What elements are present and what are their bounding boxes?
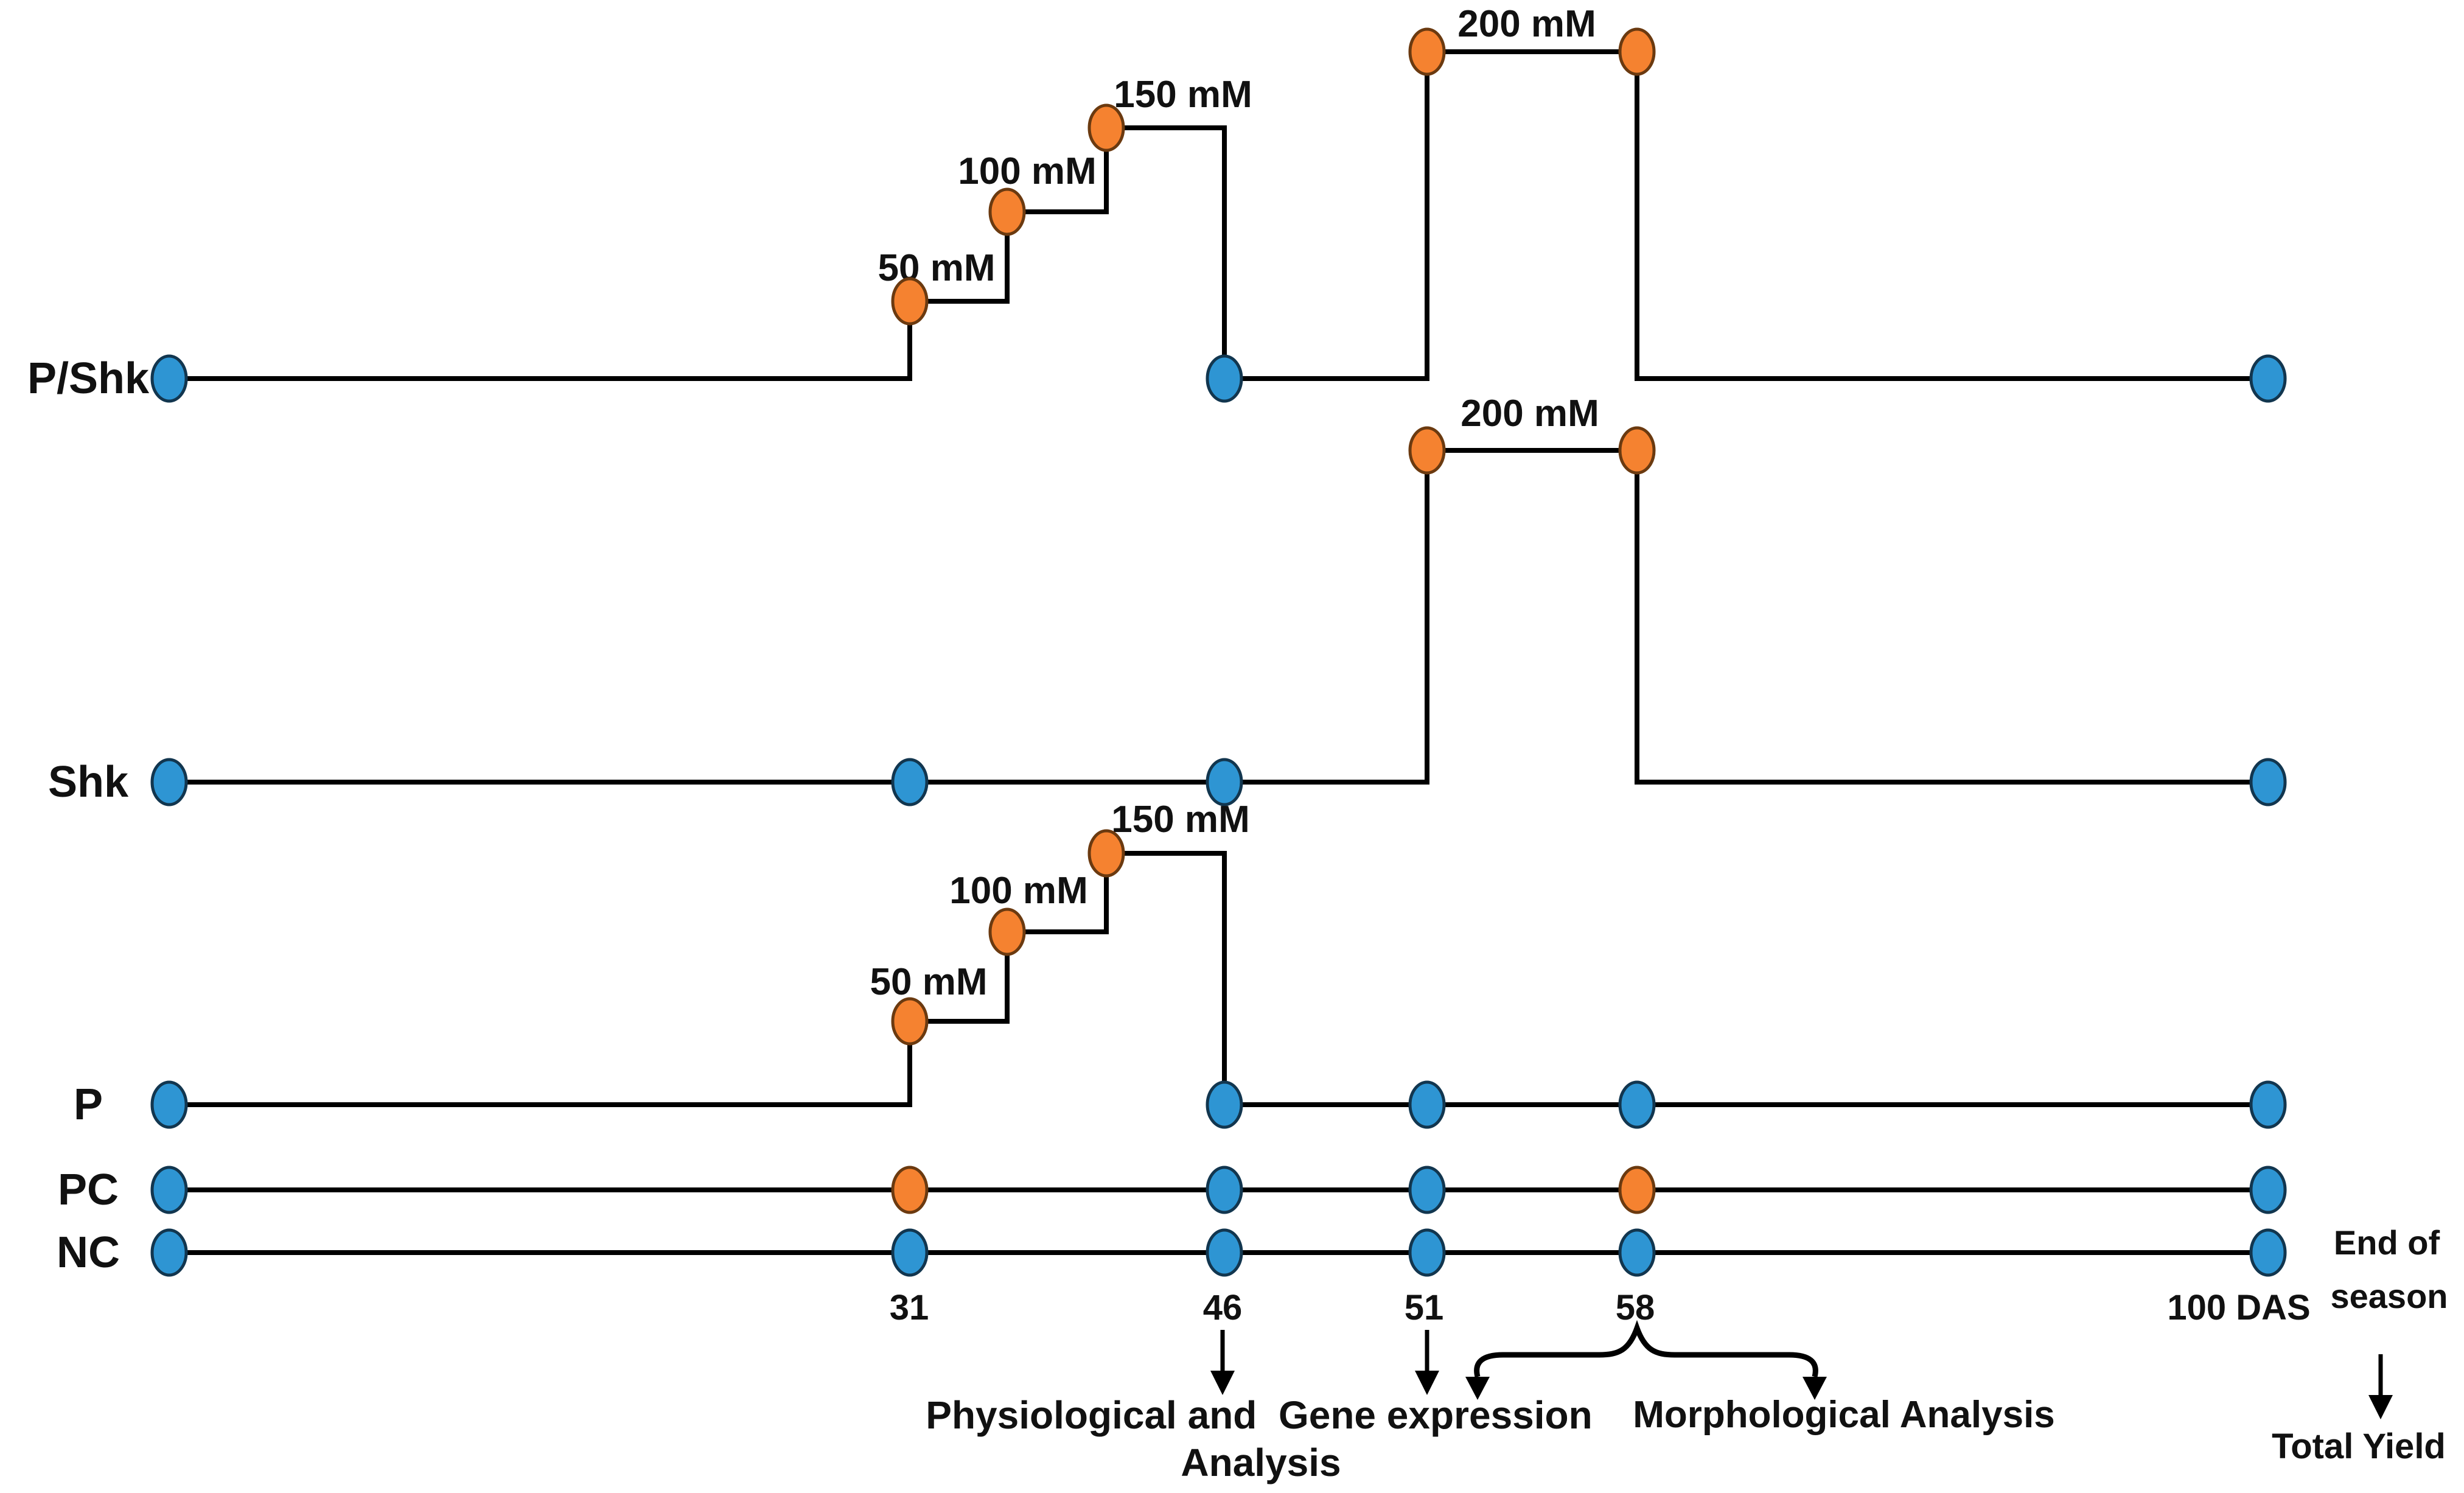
conc-label-p: 150 mM <box>1111 799 1249 841</box>
data-point-blue <box>1408 1080 1446 1129</box>
data-point-blue <box>2249 758 2287 806</box>
data-point-blue <box>2249 1166 2287 1214</box>
tick-label: 46 <box>1203 1288 1243 1327</box>
data-point-blue <box>150 758 188 806</box>
treatment-row-pshk: 50 mM 100 mM 150 mM 200 mM P/Shk <box>27 3 2287 403</box>
annotation-arrows <box>1210 1330 2393 1419</box>
data-point-blue <box>1206 1080 1243 1129</box>
arrowhead-down-icon <box>2368 1395 2393 1419</box>
x-axis-labels: 31 46 51 58 100 DAS <box>890 1288 2311 1327</box>
data-point-blue <box>1408 1166 1446 1214</box>
arrow-51 <box>1415 1330 1439 1395</box>
data-point-blue <box>891 1228 929 1277</box>
data-point-blue <box>2249 354 2287 403</box>
conc-label-p: 100 mM <box>949 870 1087 912</box>
row-label-pshk: P/Shk <box>27 354 150 403</box>
brace-left-arrowhead-icon <box>1465 1377 1490 1400</box>
treatment-row-p: 50 mM 100 mM 150 mM P <box>74 799 2287 1129</box>
data-point-orange <box>1618 426 1656 475</box>
conc-label-pshk: 100 mM <box>958 150 1096 192</box>
conc-label-pshk: 150 mM <box>1114 74 1252 116</box>
data-point-orange <box>891 277 929 326</box>
conc-label-pshk: 200 mM <box>1457 3 1596 45</box>
morphological-brace <box>1465 1320 1827 1400</box>
data-point-blue <box>1618 1080 1656 1129</box>
annotation-end-of: End of <box>2334 1223 2440 1262</box>
data-point-blue <box>150 354 188 403</box>
data-point-orange <box>1408 426 1446 475</box>
data-point-blue <box>150 1166 188 1214</box>
data-point-blue <box>1206 1166 1243 1214</box>
data-point-orange <box>988 907 1026 956</box>
treatment-row-nc: NC <box>57 1228 2287 1277</box>
data-point-orange <box>1618 1166 1656 1214</box>
data-point-blue <box>150 1080 188 1129</box>
data-point-blue <box>2249 1228 2287 1277</box>
annotation-morphological: Morphological Analysis <box>1633 1394 2055 1436</box>
data-point-orange <box>891 1166 929 1214</box>
data-point-blue <box>2249 1080 2287 1129</box>
tick-label: 100 DAS <box>2167 1288 2310 1327</box>
row-label-pc: PC <box>58 1166 119 1214</box>
data-point-blue <box>1206 1228 1243 1277</box>
data-point-blue <box>1206 758 1243 806</box>
row-label-nc: NC <box>57 1228 120 1277</box>
data-point-orange <box>1408 27 1446 76</box>
arrowhead-down-icon <box>1210 1371 1235 1395</box>
annotation-physiological-gene: Physiological and Gene expression <box>926 1393 1592 1437</box>
data-point-orange <box>1618 27 1656 76</box>
conc-label-p: 50 mM <box>870 961 988 1003</box>
brace-path <box>1474 1320 1818 1378</box>
tick-label: 51 <box>1405 1288 1444 1327</box>
brace-right-arrowhead-icon <box>1803 1377 1827 1400</box>
timeline-path-shk <box>169 448 2268 785</box>
annotation-texts: Physiological and Gene expressionAnalysi… <box>926 1223 2448 1484</box>
conc-label-pshk: 50 mM <box>878 247 996 289</box>
data-point-blue <box>1618 1228 1656 1277</box>
data-point-orange <box>891 997 929 1046</box>
data-point-orange <box>988 187 1026 236</box>
treatment-row-pc: PC <box>58 1166 2287 1214</box>
data-point-blue <box>891 758 929 806</box>
annotation-analysis: Analysis <box>1181 1441 1341 1484</box>
timeline-path-p <box>169 851 2268 1107</box>
conc-label-shk: 200 mM <box>1461 393 1599 435</box>
annotation-total-yield: Total Yield <box>2272 1427 2446 1466</box>
data-point-orange <box>1087 103 1125 152</box>
data-point-orange <box>1087 829 1125 878</box>
row-label-p: P <box>74 1080 103 1129</box>
arrow-46 <box>1210 1330 1235 1395</box>
treatment-row-shk: 200 mM Shk <box>48 393 2287 806</box>
arrowhead-down-icon <box>1415 1371 1439 1395</box>
arrow-end-of-season <box>2368 1354 2393 1419</box>
row-label-shk: Shk <box>48 758 129 806</box>
annotation-season: season <box>2331 1277 2448 1315</box>
tick-label: 58 <box>1616 1288 1655 1327</box>
data-point-blue <box>1408 1228 1446 1277</box>
tick-label: 31 <box>890 1288 929 1327</box>
data-point-blue <box>1206 354 1243 403</box>
data-point-blue <box>150 1228 188 1277</box>
